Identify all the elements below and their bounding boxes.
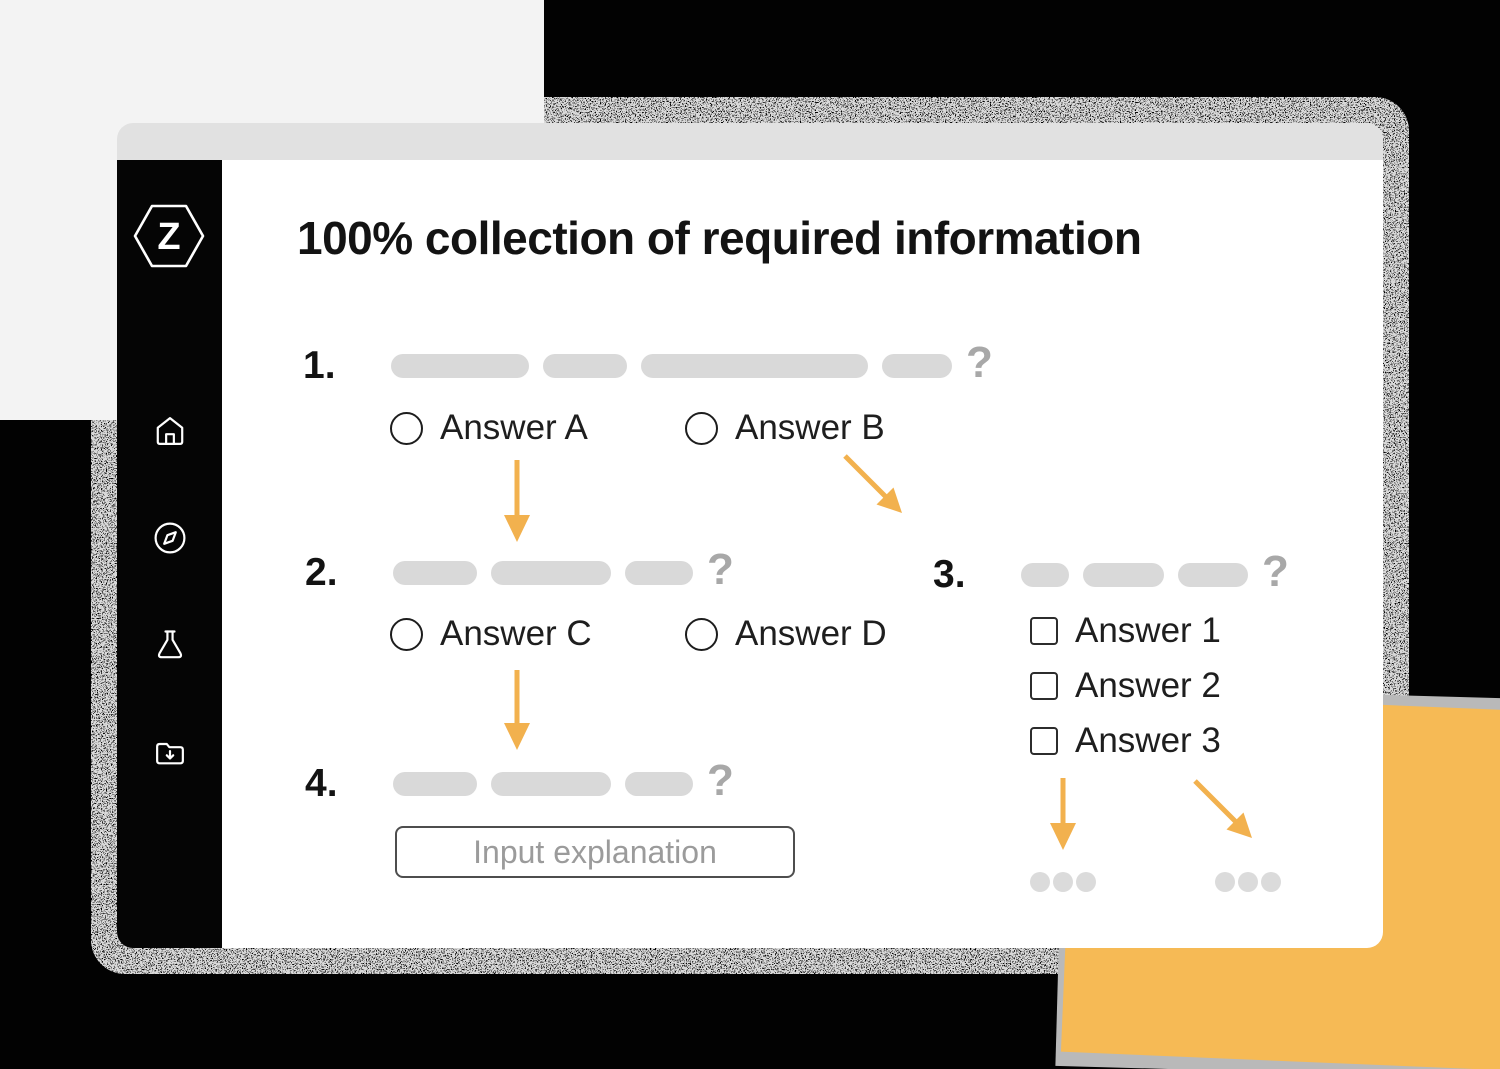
answer-option: Answer B <box>685 408 885 447</box>
answer-option: Answer D <box>685 614 887 653</box>
skeleton-bar <box>491 772 611 796</box>
answer-label: Answer 3 <box>1075 721 1221 760</box>
question-number: 4. <box>305 762 338 805</box>
dot <box>1215 872 1235 892</box>
answer-option: Answer 1 <box>1030 611 1221 650</box>
answer-label: Answer D <box>735 614 887 653</box>
compass-icon[interactable] <box>152 520 188 556</box>
radio-button[interactable] <box>390 411 423 445</box>
dot <box>1076 872 1096 892</box>
question-4-row: 4. ? <box>305 756 734 808</box>
question-skeleton-text <box>393 772 693 796</box>
skeleton-bar <box>391 354 529 378</box>
skeleton-bar <box>393 561 477 585</box>
answer-label: Answer A <box>440 408 588 447</box>
dot <box>1030 872 1050 892</box>
hexagon-z-logo: Z <box>133 204 205 268</box>
branch-arrow-down <box>1050 778 1076 850</box>
question-1-row: 1. ? <box>303 338 993 390</box>
radio-button[interactable] <box>390 617 423 651</box>
question-mark: ? <box>707 545 734 594</box>
skeleton-bar <box>1178 563 1248 587</box>
question-number: 2. <box>305 551 338 594</box>
skeleton-bar <box>543 354 627 378</box>
question-skeleton-text <box>393 561 693 585</box>
ellipsis-dots <box>1215 872 1281 892</box>
explanation-input[interactable] <box>395 826 795 878</box>
question-mark: ? <box>707 756 734 805</box>
question-skeleton-text <box>1021 563 1248 587</box>
dot <box>1261 872 1281 892</box>
sidebar: Z <box>117 160 222 948</box>
answer-label: Answer 1 <box>1075 611 1221 650</box>
answer-option: Answer 2 <box>1030 666 1221 705</box>
skeleton-bar <box>1083 563 1164 587</box>
branch-arrow-down <box>504 460 530 542</box>
dot <box>1238 872 1258 892</box>
app-window: Z 100% collection of required informatio… <box>117 123 1383 948</box>
checkbox[interactable] <box>1030 672 1058 700</box>
question-mark: ? <box>1262 547 1289 596</box>
answer-option: Answer 3 <box>1030 721 1221 760</box>
branch-arrow-down <box>504 670 530 750</box>
folder-download-icon[interactable] <box>152 735 188 771</box>
answer-option: Answer A <box>390 408 588 447</box>
window-titlebar <box>117 123 1383 160</box>
answer-label: Answer 2 <box>1075 666 1221 705</box>
ellipsis-dots <box>1030 872 1096 892</box>
question-3-row: 3. ? <box>933 547 1289 599</box>
logo-letter: Z <box>157 216 180 258</box>
branch-arrow-diagonal <box>1193 779 1252 838</box>
dot <box>1053 872 1073 892</box>
radio-button[interactable] <box>685 617 718 651</box>
flask-icon[interactable] <box>152 627 188 663</box>
answer-label: Answer B <box>735 408 885 447</box>
answer-label: Answer C <box>440 614 592 653</box>
skeleton-bar <box>882 354 952 378</box>
branch-arrow-diagonal <box>843 454 902 513</box>
page-title: 100% collection of required information <box>297 212 1142 264</box>
home-icon[interactable] <box>152 413 188 449</box>
checkbox[interactable] <box>1030 727 1058 755</box>
skeleton-bar <box>625 772 693 796</box>
skeleton-bar <box>625 561 693 585</box>
skeleton-bar <box>393 772 477 796</box>
skeleton-bar <box>641 354 868 378</box>
question-2-row: 2. ? <box>305 545 734 597</box>
answer-option: Answer C <box>390 614 592 653</box>
skeleton-bar <box>1021 563 1069 587</box>
radio-button[interactable] <box>685 411 718 445</box>
checkbox[interactable] <box>1030 617 1058 645</box>
question-mark: ? <box>966 338 993 387</box>
skeleton-bar <box>491 561 611 585</box>
question-skeleton-text <box>391 354 952 378</box>
question-number: 3. <box>933 553 966 596</box>
question-number: 1. <box>303 344 336 387</box>
